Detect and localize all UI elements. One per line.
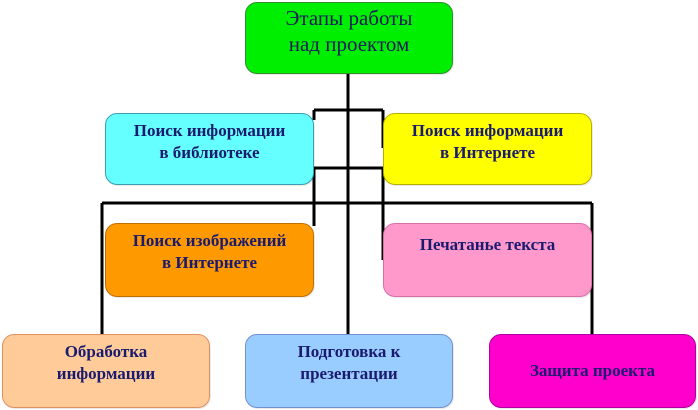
node-library-search-label: Поиск информации в библиотеке (133, 121, 286, 162)
node-presentation-prep: Подготовка к презентации (245, 334, 453, 408)
node-project-defense: Защита проекта (489, 334, 696, 408)
node-info-processing-label: Обработка информации (56, 342, 156, 383)
node-presentation-prep-label: Подготовка к презентации (297, 342, 401, 383)
node-image-search-label: Поиск изображений в Интернете (132, 231, 287, 272)
node-project-stages-label: Этапы работы над проектом (285, 6, 413, 56)
node-text-typing-label: Печатанье текста (419, 235, 556, 254)
node-internet-info-search-label: Поиск информации в Интернете (411, 121, 564, 162)
node-internet-info-search: Поиск информации в Интернете (383, 113, 592, 185)
node-project-defense-label: Защита проекта (529, 361, 656, 380)
node-library-search: Поиск информации в библиотеке (105, 113, 314, 185)
node-text-typing: Печатанье текста (383, 223, 592, 297)
node-project-stages: Этапы работы над проектом (245, 2, 453, 74)
node-info-processing: Обработка информации (2, 334, 210, 408)
node-image-search: Поиск изображений в Интернете (105, 223, 314, 297)
